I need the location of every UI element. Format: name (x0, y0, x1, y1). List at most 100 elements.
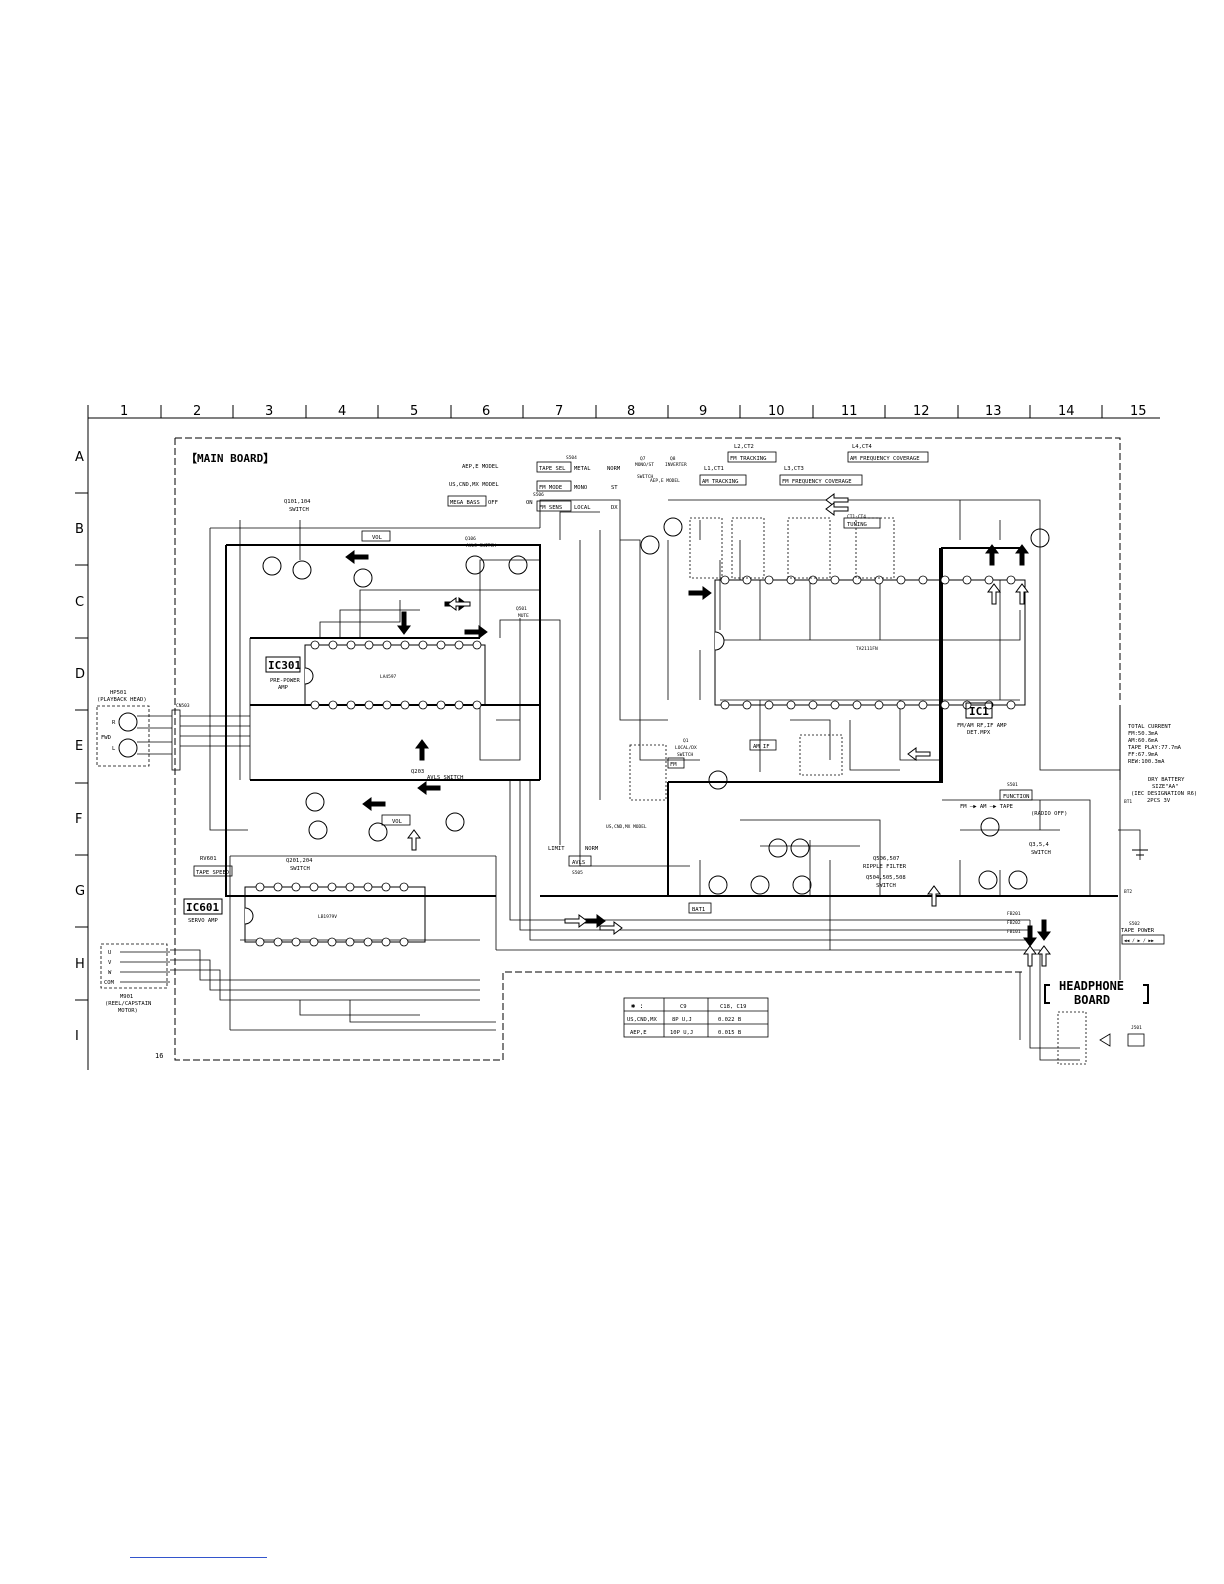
battery-symbol (1132, 849, 1148, 856)
ic301-name: IC301 (268, 659, 301, 672)
col-14: 14 (1058, 404, 1075, 419)
row-h: H (75, 957, 85, 972)
l2ct2-label: L2,CT2 (734, 444, 754, 450)
table-header-1: C9 (680, 1004, 687, 1010)
row-g: G (75, 884, 85, 899)
bt1-label: BT1 (1124, 799, 1132, 805)
iec-label: (IEC DESIGNATION R6) (1131, 791, 1197, 797)
row-b: B (75, 522, 84, 537)
battery-size-label: SIZE"AA" (1152, 784, 1179, 790)
col-2: 2 (193, 404, 201, 419)
bat1-label: BAT1 (692, 907, 705, 913)
l1ct1-label: L1,CT1 (704, 466, 724, 472)
s502-label: S502 (1129, 921, 1140, 927)
table-row-0-1: 8P U,J (672, 1017, 692, 1023)
bt2-label: BT2 (1124, 889, 1132, 895)
fm-am-tape-label: FM —▶ AM —▶ TAPE (960, 804, 1013, 810)
ic601-part: LB1979V (318, 914, 337, 920)
l4ct4-label: L4,CT4 (852, 444, 873, 450)
us-model-label: US,CND,MX MODEL (449, 482, 499, 488)
r-label: R (112, 720, 116, 726)
ic301-block (265, 640, 486, 710)
tape-power-label: TAPE POWER (1121, 928, 1155, 934)
table-row-1-2: 0.015 B (718, 1030, 742, 1036)
com-label: COM (104, 980, 115, 986)
ic1-name: IC1 (969, 705, 989, 718)
transistor-q3 (980, 817, 1000, 837)
fm-label: FM (670, 762, 677, 768)
ct1ct4-label: CT1-CT4 (847, 514, 866, 520)
q201-label: Q201,204 (286, 858, 313, 864)
transistor-q5 (1008, 870, 1028, 890)
transistor-q501 (508, 555, 528, 575)
q101-label: Q101,104 (284, 499, 311, 505)
transistor-q507 (790, 838, 810, 858)
col-1: 1 (120, 404, 128, 419)
main-board-boundary (174, 437, 1121, 1061)
signal-wiring (170, 499, 1141, 1061)
ic1-desc1: FM/AM RF,IF AMP (957, 723, 1007, 729)
dx-label: DX (611, 505, 618, 511)
ripple-label: RIPPLE FILTER (863, 864, 907, 870)
grid-column-labels: 1 2 3 4 5 6 7 8 9 10 11 12 13 14 15 (120, 404, 1147, 419)
headphone-title-1: HEADPHONE (1059, 979, 1124, 993)
col-9: 9 (699, 404, 707, 419)
transistor-q204 (305, 792, 325, 812)
ic301-desc2: AMP (278, 685, 289, 691)
col-6: 6 (482, 404, 490, 419)
table-header-2: C18, C19 (720, 1004, 747, 1010)
s506-label: S506 (533, 492, 544, 498)
avls-switch-label: AVLS SWITCH (466, 543, 496, 549)
dry-battery-label: DRY BATTERY (1148, 777, 1185, 783)
am-tracking-label: AM TRACKING (702, 479, 738, 485)
am-freq-label: AM FREQUENCY COVERAGE (850, 456, 920, 462)
q8-label: Q8 (670, 456, 676, 462)
row-c: C (75, 595, 84, 610)
tape-current: TAPE PLAY:77.7mA (1128, 745, 1182, 751)
on-label: ON (526, 500, 533, 506)
u-label: U (108, 950, 111, 956)
fm-tracking-label: FM TRACKING (730, 456, 766, 462)
transistors (262, 517, 1050, 895)
fb202-label: FB202 (1007, 920, 1021, 926)
mute-label: MUTE (518, 613, 529, 619)
m901-label: M901 (120, 994, 133, 1000)
signal-arrows (345, 493, 1051, 967)
mono-st-label: MONO/ST (635, 462, 654, 468)
table-row-1-0: AEP,E (630, 1030, 647, 1036)
off-label: OFF (488, 500, 498, 506)
transistor-q506 (768, 838, 788, 858)
transistor-q7 (640, 535, 660, 555)
col-5: 5 (410, 404, 418, 419)
q1-label: Q1 (683, 738, 689, 744)
tuning-label: TUNING (847, 522, 867, 528)
l-label: L (112, 746, 116, 752)
transistor-q8 (663, 517, 683, 537)
q3-switch-label: SWITCH (1031, 850, 1051, 856)
fb101-label: FB101 (1007, 929, 1021, 935)
main-board-title: 【MAIN BOARD】 (186, 452, 274, 465)
transistor-q203 (368, 822, 388, 842)
vol2-label: VOL (392, 819, 403, 825)
headphone-title-2: BOARD (1074, 993, 1110, 1007)
transistor-q102 (353, 568, 373, 588)
col-7: 7 (555, 404, 563, 419)
headphone-board (1044, 984, 1149, 1047)
ic1-part: TA2111FN (856, 646, 878, 652)
table-row-0-0: US,CND,MX (627, 1017, 657, 1023)
fwd-label: FWD (101, 735, 111, 741)
aep-model-label: AEP,E MODEL (462, 464, 499, 470)
local-dx-label: LOCAL/DX (675, 745, 697, 751)
norm2-label: NORM (585, 846, 599, 852)
q7-switch-label: SWITCH (637, 474, 654, 480)
col-12: 12 (913, 404, 930, 419)
metal-label: METAL (574, 466, 591, 472)
q501-label: Q501 (516, 606, 527, 612)
pcs-label: 2PCS 3V (1147, 798, 1171, 804)
col-8: 8 (627, 404, 635, 419)
radio-off-label: (RADIO OFF) (1031, 811, 1067, 817)
row-a: A (75, 450, 84, 465)
transistor-q205 (445, 812, 465, 832)
tape-speed-label: TAPE SPEED (196, 870, 229, 876)
